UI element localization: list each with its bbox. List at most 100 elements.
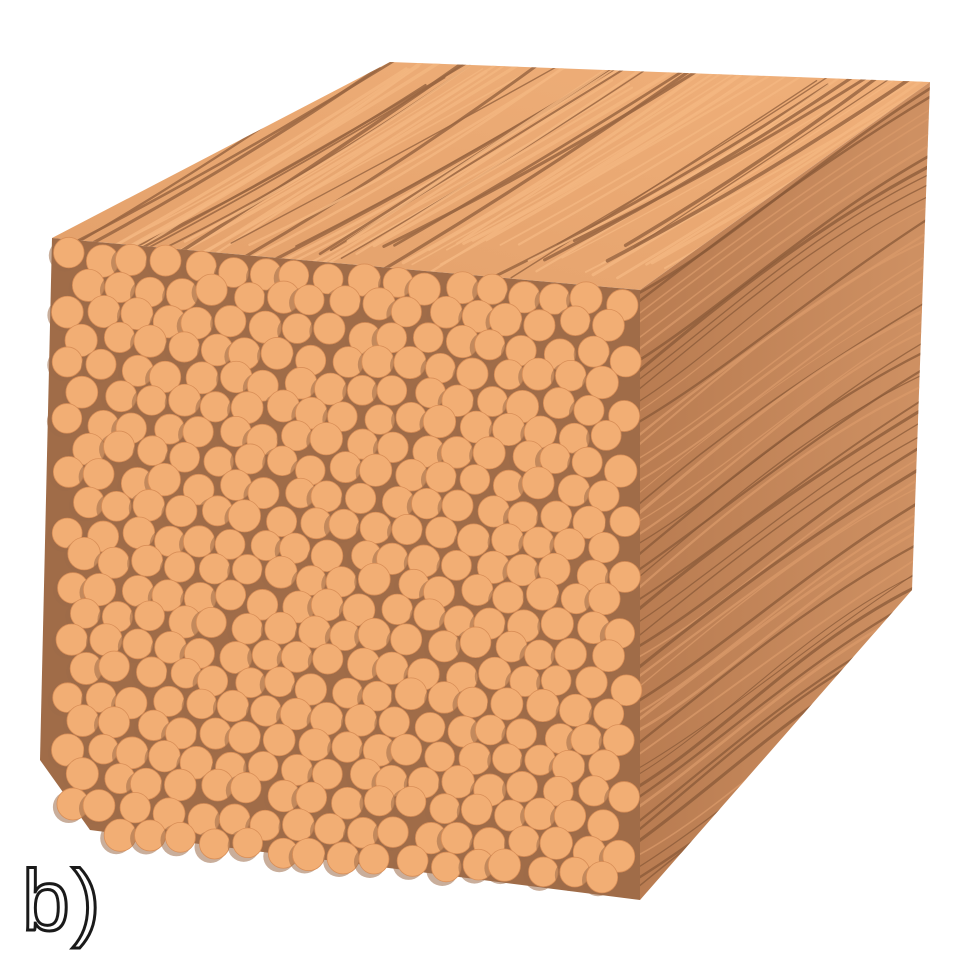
side-fiber-streak bbox=[640, 294, 930, 506]
fiber-end bbox=[476, 273, 508, 305]
fiber-end bbox=[98, 650, 130, 682]
fiber-end bbox=[199, 828, 230, 860]
fiber-end bbox=[390, 623, 423, 656]
fiber-end bbox=[524, 639, 555, 671]
fiber-end bbox=[312, 643, 344, 675]
fiber-end bbox=[246, 589, 279, 621]
fiber-end bbox=[82, 458, 115, 490]
top-fiber-streak bbox=[230, 62, 585, 244]
fiber-end bbox=[195, 273, 228, 306]
side-fiber-streak bbox=[640, 149, 930, 363]
fiber-end bbox=[137, 435, 168, 466]
fiber-end bbox=[214, 305, 247, 338]
fiber-end bbox=[331, 786, 364, 820]
fiber-end bbox=[309, 422, 343, 456]
fiber-end bbox=[461, 793, 493, 826]
fiber-end bbox=[357, 562, 391, 596]
fiber-end bbox=[262, 723, 296, 757]
fiber-end bbox=[331, 731, 363, 763]
fiber-end bbox=[359, 511, 392, 544]
top-fiber-streak bbox=[284, 83, 631, 277]
side-fiber-streak bbox=[640, 456, 930, 670]
fiber-end bbox=[487, 848, 521, 882]
fiber-end bbox=[528, 856, 559, 888]
fiber-end bbox=[390, 296, 422, 328]
fiber-end bbox=[585, 861, 619, 894]
fiber-end bbox=[234, 443, 266, 475]
fiber-end bbox=[98, 706, 130, 739]
top-fiber-streak bbox=[517, 62, 840, 246]
fiber-end bbox=[441, 489, 474, 522]
fiber-end bbox=[428, 630, 461, 663]
fiber-end bbox=[491, 523, 524, 556]
fiber-end bbox=[82, 573, 116, 607]
fiber-end bbox=[571, 446, 603, 478]
fiber-end bbox=[182, 473, 215, 506]
side-fiber-streak bbox=[640, 311, 930, 523]
fiber-end bbox=[364, 785, 395, 817]
fiber-end bbox=[53, 236, 85, 269]
side-fiber-streak bbox=[640, 90, 930, 304]
side-fiber-streak bbox=[640, 490, 930, 703]
fiber-end bbox=[342, 593, 376, 627]
fiber-end bbox=[431, 851, 462, 883]
fiber-end bbox=[326, 841, 360, 875]
fiber-end bbox=[55, 623, 88, 656]
fiber-end bbox=[122, 628, 154, 660]
fiber-end bbox=[215, 579, 247, 611]
fiber-end bbox=[526, 688, 560, 723]
fiber-end bbox=[413, 322, 444, 353]
fiber-end bbox=[164, 768, 197, 802]
fiber-end bbox=[103, 430, 135, 463]
panel-label: b) bbox=[20, 853, 103, 949]
front-face bbox=[40, 236, 643, 900]
fiber-end bbox=[573, 394, 605, 426]
fiber-end bbox=[310, 539, 344, 572]
fiber-end bbox=[609, 345, 642, 378]
fiber-end bbox=[51, 346, 83, 378]
fiber-end bbox=[357, 617, 391, 651]
side-fiber-streak bbox=[640, 103, 930, 315]
fiber-end bbox=[199, 391, 231, 423]
fiber-end bbox=[168, 331, 200, 363]
fiber-end bbox=[540, 500, 573, 533]
fiber-end bbox=[553, 799, 587, 833]
top-face bbox=[52, 62, 930, 290]
fiber-end bbox=[136, 656, 168, 688]
fiber-end bbox=[282, 808, 315, 842]
top-fiber-streak bbox=[600, 62, 923, 265]
side-fiber-streak bbox=[640, 248, 930, 460]
fiber-end bbox=[132, 489, 165, 522]
fiber-end bbox=[560, 305, 591, 336]
fiber-end bbox=[522, 526, 555, 559]
fiber-end bbox=[540, 607, 574, 641]
fiber-end bbox=[182, 416, 214, 448]
fiber-end bbox=[51, 295, 84, 329]
top-fiber-streak bbox=[236, 65, 566, 266]
fiber-end bbox=[390, 733, 423, 766]
fiber-end bbox=[136, 385, 167, 416]
fiber-end bbox=[492, 581, 525, 614]
fiber-end bbox=[310, 480, 343, 513]
side-fiber-streak bbox=[640, 112, 930, 324]
top-fiber-streak bbox=[167, 62, 479, 261]
fiber-end bbox=[411, 487, 443, 520]
side-fiber-streak bbox=[640, 398, 930, 612]
top-fiber-streak bbox=[543, 63, 872, 262]
side-fiber-streak bbox=[640, 502, 930, 715]
fiber-end bbox=[214, 529, 246, 560]
fiber-end bbox=[248, 751, 279, 782]
fiber-end bbox=[424, 741, 455, 772]
side-fiber-streak bbox=[640, 323, 930, 536]
side-fiber-streak bbox=[640, 519, 930, 732]
side-fiber-streak bbox=[640, 411, 930, 624]
side-face-base bbox=[640, 82, 930, 900]
fiber-end bbox=[147, 462, 181, 497]
fiber-end bbox=[82, 789, 116, 822]
fiber-end bbox=[120, 297, 154, 331]
fiber-end bbox=[381, 593, 413, 625]
side-fiber-streak bbox=[640, 508, 930, 722]
side-fiber-streak bbox=[640, 466, 930, 678]
fiber-end bbox=[425, 461, 457, 493]
